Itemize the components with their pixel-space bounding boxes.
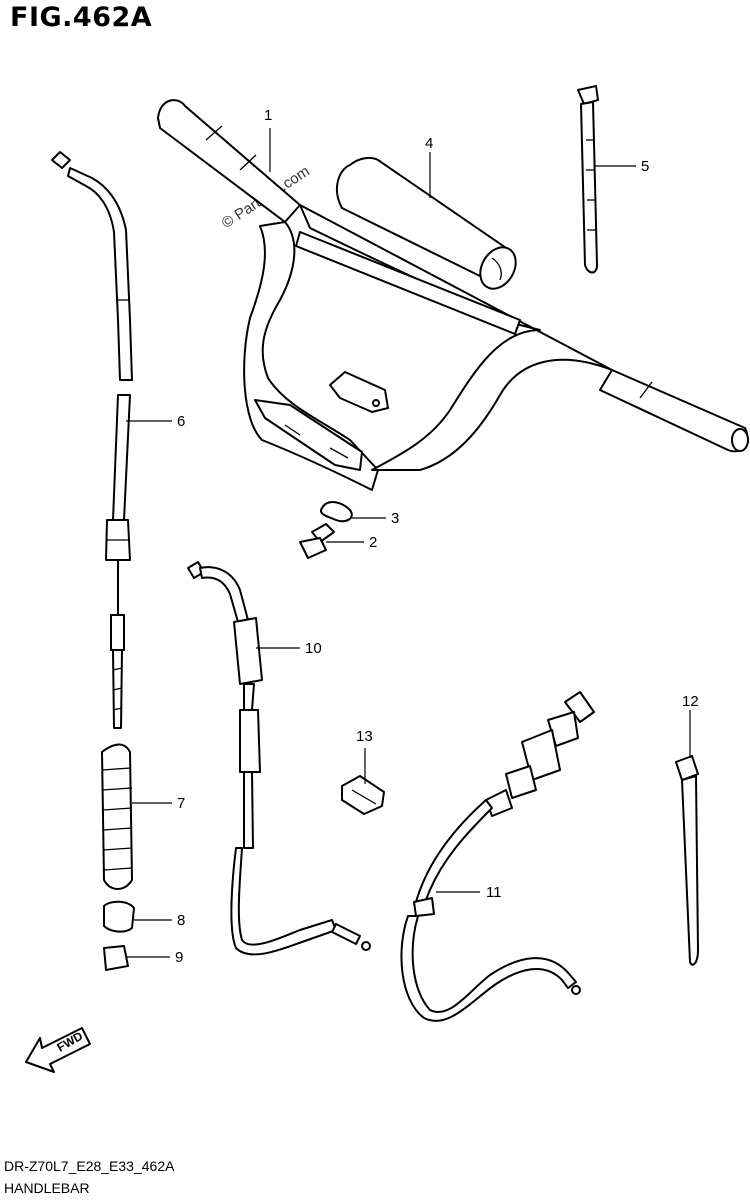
fwd-arrow-icon: FWD [25, 1027, 91, 1073]
figure-code: DR-Z70L7_E28_E33_462A [4, 1158, 175, 1174]
leader-lines [126, 128, 691, 958]
callout-9: 9 [175, 949, 183, 966]
handlebar[interactable] [157, 99, 749, 491]
throttle-cable[interactable] [187, 561, 371, 956]
callout-7: 7 [177, 795, 185, 812]
figure-title: FIG.462A [10, 2, 153, 33]
callout-1: 1 [264, 107, 272, 124]
callout-3: 3 [391, 510, 399, 527]
callout-2: 2 [369, 534, 377, 551]
callout-13: 13 [356, 728, 373, 745]
callout-numbers: 1 2 3 4 5 6 7 8 9 10 11 12 13 [175, 107, 699, 966]
figure-name: HANDLEBAR [4, 1180, 90, 1196]
nut[interactable] [103, 945, 129, 971]
handlebar-pad[interactable] [335, 156, 523, 295]
choke-cable[interactable] [400, 691, 595, 1022]
cap[interactable] [103, 900, 135, 933]
cable-clamp[interactable] [341, 775, 385, 815]
cable-tie-12[interactable] [675, 755, 699, 966]
callout-6: 6 [177, 413, 185, 430]
cable-boot[interactable] [101, 743, 133, 890]
callout-5: 5 [641, 158, 649, 175]
callout-11: 11 [486, 884, 502, 901]
callout-12: 12 [682, 693, 699, 710]
callout-4: 4 [425, 135, 433, 152]
bolt[interactable] [299, 523, 335, 559]
callout-10: 10 [305, 640, 322, 657]
brake-cable[interactable] [51, 151, 133, 729]
washer[interactable] [320, 501, 353, 523]
callout-8: 8 [177, 912, 185, 929]
cable-tie-5[interactable] [577, 85, 599, 274]
